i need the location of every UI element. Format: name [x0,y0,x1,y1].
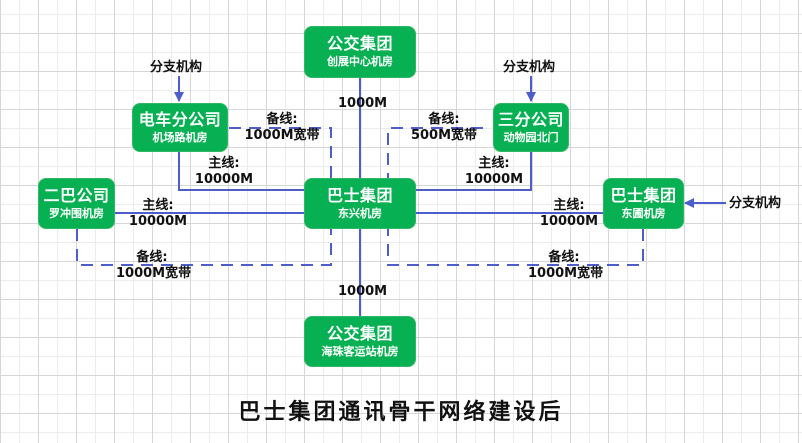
link-third-main [414,151,532,191]
link-type: 主线: [478,156,510,171]
link-label-top: 1000M [338,96,388,111]
node-title: 二巴公司 [43,185,110,205]
node-subtitle: 东兴机房 [338,206,382,220]
node-title: 公交集团 [326,323,393,343]
link-label-second-main: 主线: 10000M [126,198,190,230]
link-speed: 1000M宽带 [116,266,192,281]
link-speed: 500M宽带 [410,128,478,143]
node-title: 巴士集团 [610,185,677,205]
node-title: 三分公司 [497,109,564,129]
link-label-east-backup: 备线: 1000M宽带 [528,250,604,282]
branch-label-tram: 分支机构 [150,60,203,75]
node-title: 巴士集团 [326,185,393,205]
link-type: 主线: [142,198,174,213]
node-subtitle: 海珠客运站机房 [321,344,399,358]
link-type: 备线: [266,112,298,127]
node-hq-top[interactable]: 公交集团 创展中心机房 [304,26,416,78]
link-speed: 10000M [464,172,524,187]
link-label-third-main: 主线: 10000M [462,156,526,188]
link-speed: 1000M宽带 [244,128,320,143]
link-type: 备线: [136,250,168,265]
link-second-backup [76,228,332,266]
link-type: 备线: [428,112,460,127]
link-tram-main [178,151,306,191]
link-speed: 1000M宽带 [528,266,604,281]
link-label-east-main: 主线: 10000M [537,198,601,230]
link-east-backup [387,228,644,266]
branch-label-east: 分支机构 [729,196,782,211]
link-label-third-backup: 备线: 500M宽带 [408,112,480,144]
node-hq-bottom[interactable]: 公交集团 海珠客运站机房 [304,316,416,367]
link-tram-backup [229,127,332,178]
link-speed: 10000M [128,214,188,229]
link-speed: 10000M [539,214,599,229]
link-label-tram-backup: 备线: 1000M宽带 [242,112,322,144]
node-subtitle: 罗冲围机房 [49,206,104,220]
node-third[interactable]: 三分公司 动物园北门 [493,103,569,152]
link-label-tram-main: 主线: 10000M [192,156,256,188]
link-type: 主线: [553,198,585,213]
node-title: 公交集团 [326,34,393,53]
branch-label-third: 分支机构 [503,60,556,75]
link-label-second-backup: 备线: 1000M宽带 [116,250,192,282]
node-subtitle: 机场路机房 [152,130,208,144]
diagram-title: 巴士集团通讯骨干网络建设后 [238,399,564,425]
link-speed: 10000M [194,172,254,187]
link-label-bottom: 1000M [338,284,388,299]
link-third-backup [387,127,483,178]
node-subtitle: 东圃机房 [621,206,666,220]
node-subtitle: 创展中心机房 [327,55,393,68]
node-tram[interactable]: 电车分公司 机场路机房 [132,103,228,152]
link-type: 备线: [548,250,580,265]
node-title: 电车分公司 [138,109,222,129]
node-center[interactable]: 巴士集团 东兴机房 [304,178,416,229]
node-second[interactable]: 二巴公司 罗冲围机房 [38,178,115,229]
link-type: 主线: [208,156,240,171]
node-east[interactable]: 巴士集团 东圃机房 [603,178,684,229]
node-subtitle: 动物园北门 [503,130,559,144]
